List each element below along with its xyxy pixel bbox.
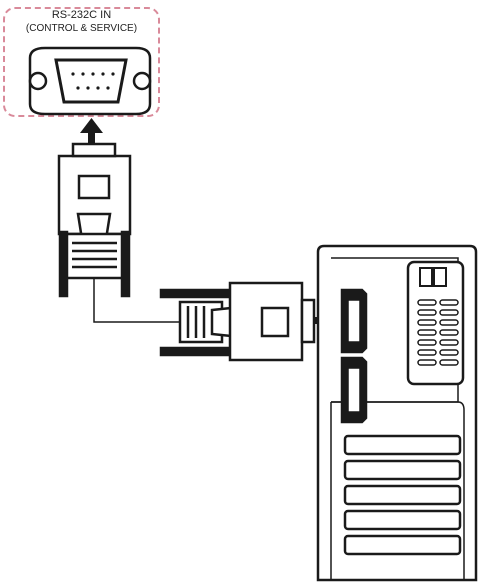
rs232c-port-callout	[3, 7, 160, 117]
port-label-line1: RS-232C IN	[51, 9, 112, 21]
db9-female-port-icon	[28, 46, 152, 116]
cable-line	[93, 278, 180, 323]
db9-cable-connector-icon	[57, 142, 132, 298]
port-label: RS-232C IN (CONTROL & SERVICE)	[3, 9, 160, 35]
serial-port-icon	[340, 356, 368, 424]
arrow-up-icon	[80, 118, 103, 152]
port-label-line2: (CONTROL & SERVICE)	[25, 23, 138, 34]
db9-cable-connector-icon	[159, 281, 316, 362]
serial-port-icon	[340, 288, 368, 354]
